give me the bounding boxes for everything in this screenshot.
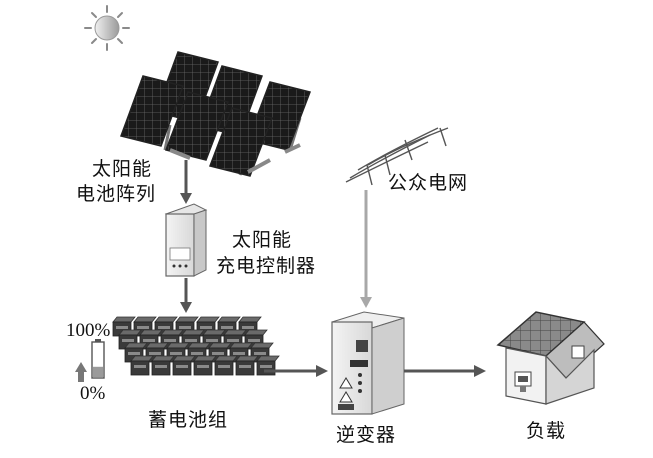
battery-icon	[91, 339, 105, 379]
battery-charge-fill	[93, 366, 103, 377]
battery-cell	[214, 355, 238, 376]
charge-arrow-icon	[75, 362, 87, 382]
charge-empty-label: 0%	[80, 383, 106, 404]
controller-label-line1: 太阳能	[232, 229, 293, 251]
arrow-controller-to-battery	[180, 278, 192, 313]
battery-cell	[130, 355, 154, 376]
battery-cell	[172, 355, 196, 376]
charge-full-label: 100%	[66, 320, 111, 341]
solar-array-label-line1: 太阳能	[92, 158, 153, 180]
arrow-panels-to-controller	[180, 160, 192, 204]
inverter-label: 逆变器	[336, 424, 397, 446]
arrow-battery-to-inverter	[264, 365, 328, 377]
battery-cell	[151, 355, 175, 376]
sun-icon	[84, 5, 130, 51]
inverter-icon	[331, 311, 405, 415]
battery-bank-icon	[112, 316, 280, 376]
battery-bank-label: 蓄电池组	[148, 409, 229, 431]
controller-icon	[164, 203, 208, 277]
arrow-inverter-to-load	[404, 365, 486, 377]
battery-cell	[193, 355, 217, 376]
controller-label-line2: 充电控制器	[216, 255, 317, 277]
solar-panel-icon	[120, 51, 312, 177]
arrow-grid-to-inverter	[360, 190, 372, 308]
house-icon	[496, 311, 605, 405]
battery-cell	[235, 355, 259, 376]
public-grid-label: 公众电网	[388, 172, 469, 194]
solar-array-label-line2: 电池阵列	[76, 183, 157, 205]
load-label: 负载	[526, 420, 567, 442]
power-line-icon	[345, 127, 449, 186]
